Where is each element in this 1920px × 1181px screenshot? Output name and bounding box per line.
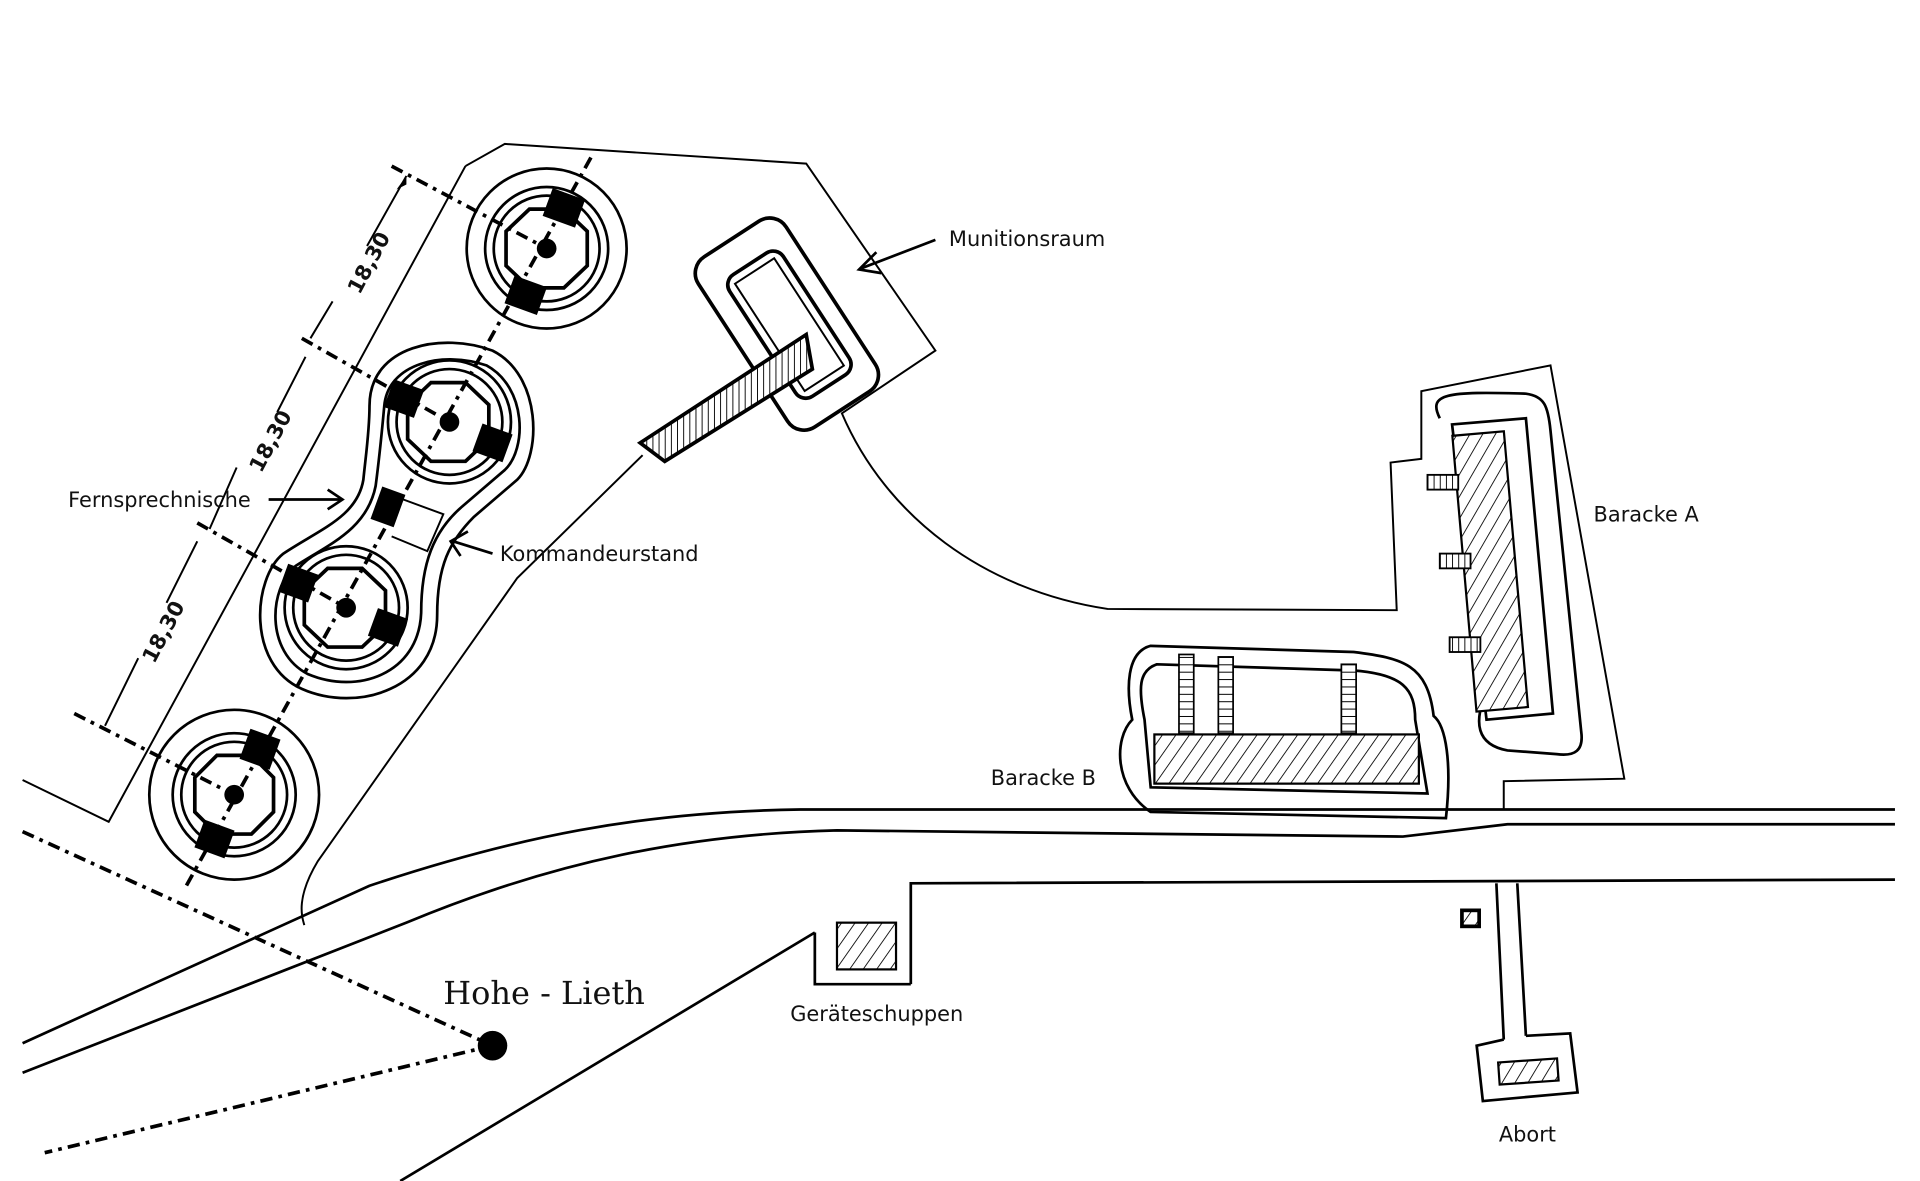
label-munitionsraum: Munitionsraum <box>949 227 1105 251</box>
gun-position-2 <box>383 359 513 485</box>
munitionsraum-building <box>636 216 881 464</box>
battery-enclosure <box>22 142 1626 926</box>
abort-building <box>1460 883 1580 1103</box>
dimension-label-2: 18,30 <box>244 406 296 476</box>
label-arrows <box>268 238 936 557</box>
dimension-label-1: 18,30 <box>343 228 395 298</box>
roads <box>22 808 1895 1181</box>
map-title-hohe-lieth: Hohe - Lieth <box>443 974 645 1012</box>
geraeteschuppen-building <box>835 921 898 971</box>
gun-position-1 <box>465 167 628 330</box>
kommandeurstand-enclosure <box>258 341 535 700</box>
gun-position-4 <box>147 708 321 881</box>
baracke-a-building <box>1426 391 1584 756</box>
label-abort: Abort <box>1499 1123 1556 1147</box>
hohe-lieth-marker <box>477 1030 508 1061</box>
label-geraeteschuppen: Geräteschuppen <box>790 1002 963 1026</box>
baracke-b-building <box>1118 644 1450 820</box>
alignment-lines <box>21 156 593 1155</box>
label-baracke-b: Baracke B <box>991 766 1096 790</box>
dimension-lines: 18,30 18,30 18,30 <box>104 175 408 727</box>
label-fernsprechnische: Fernsprechnische <box>68 488 251 512</box>
dimension-label-3: 18,30 <box>137 597 189 667</box>
label-baracke-a: Baracke A <box>1594 503 1700 527</box>
label-kommandeurstand: Kommandeurstand <box>500 542 699 566</box>
